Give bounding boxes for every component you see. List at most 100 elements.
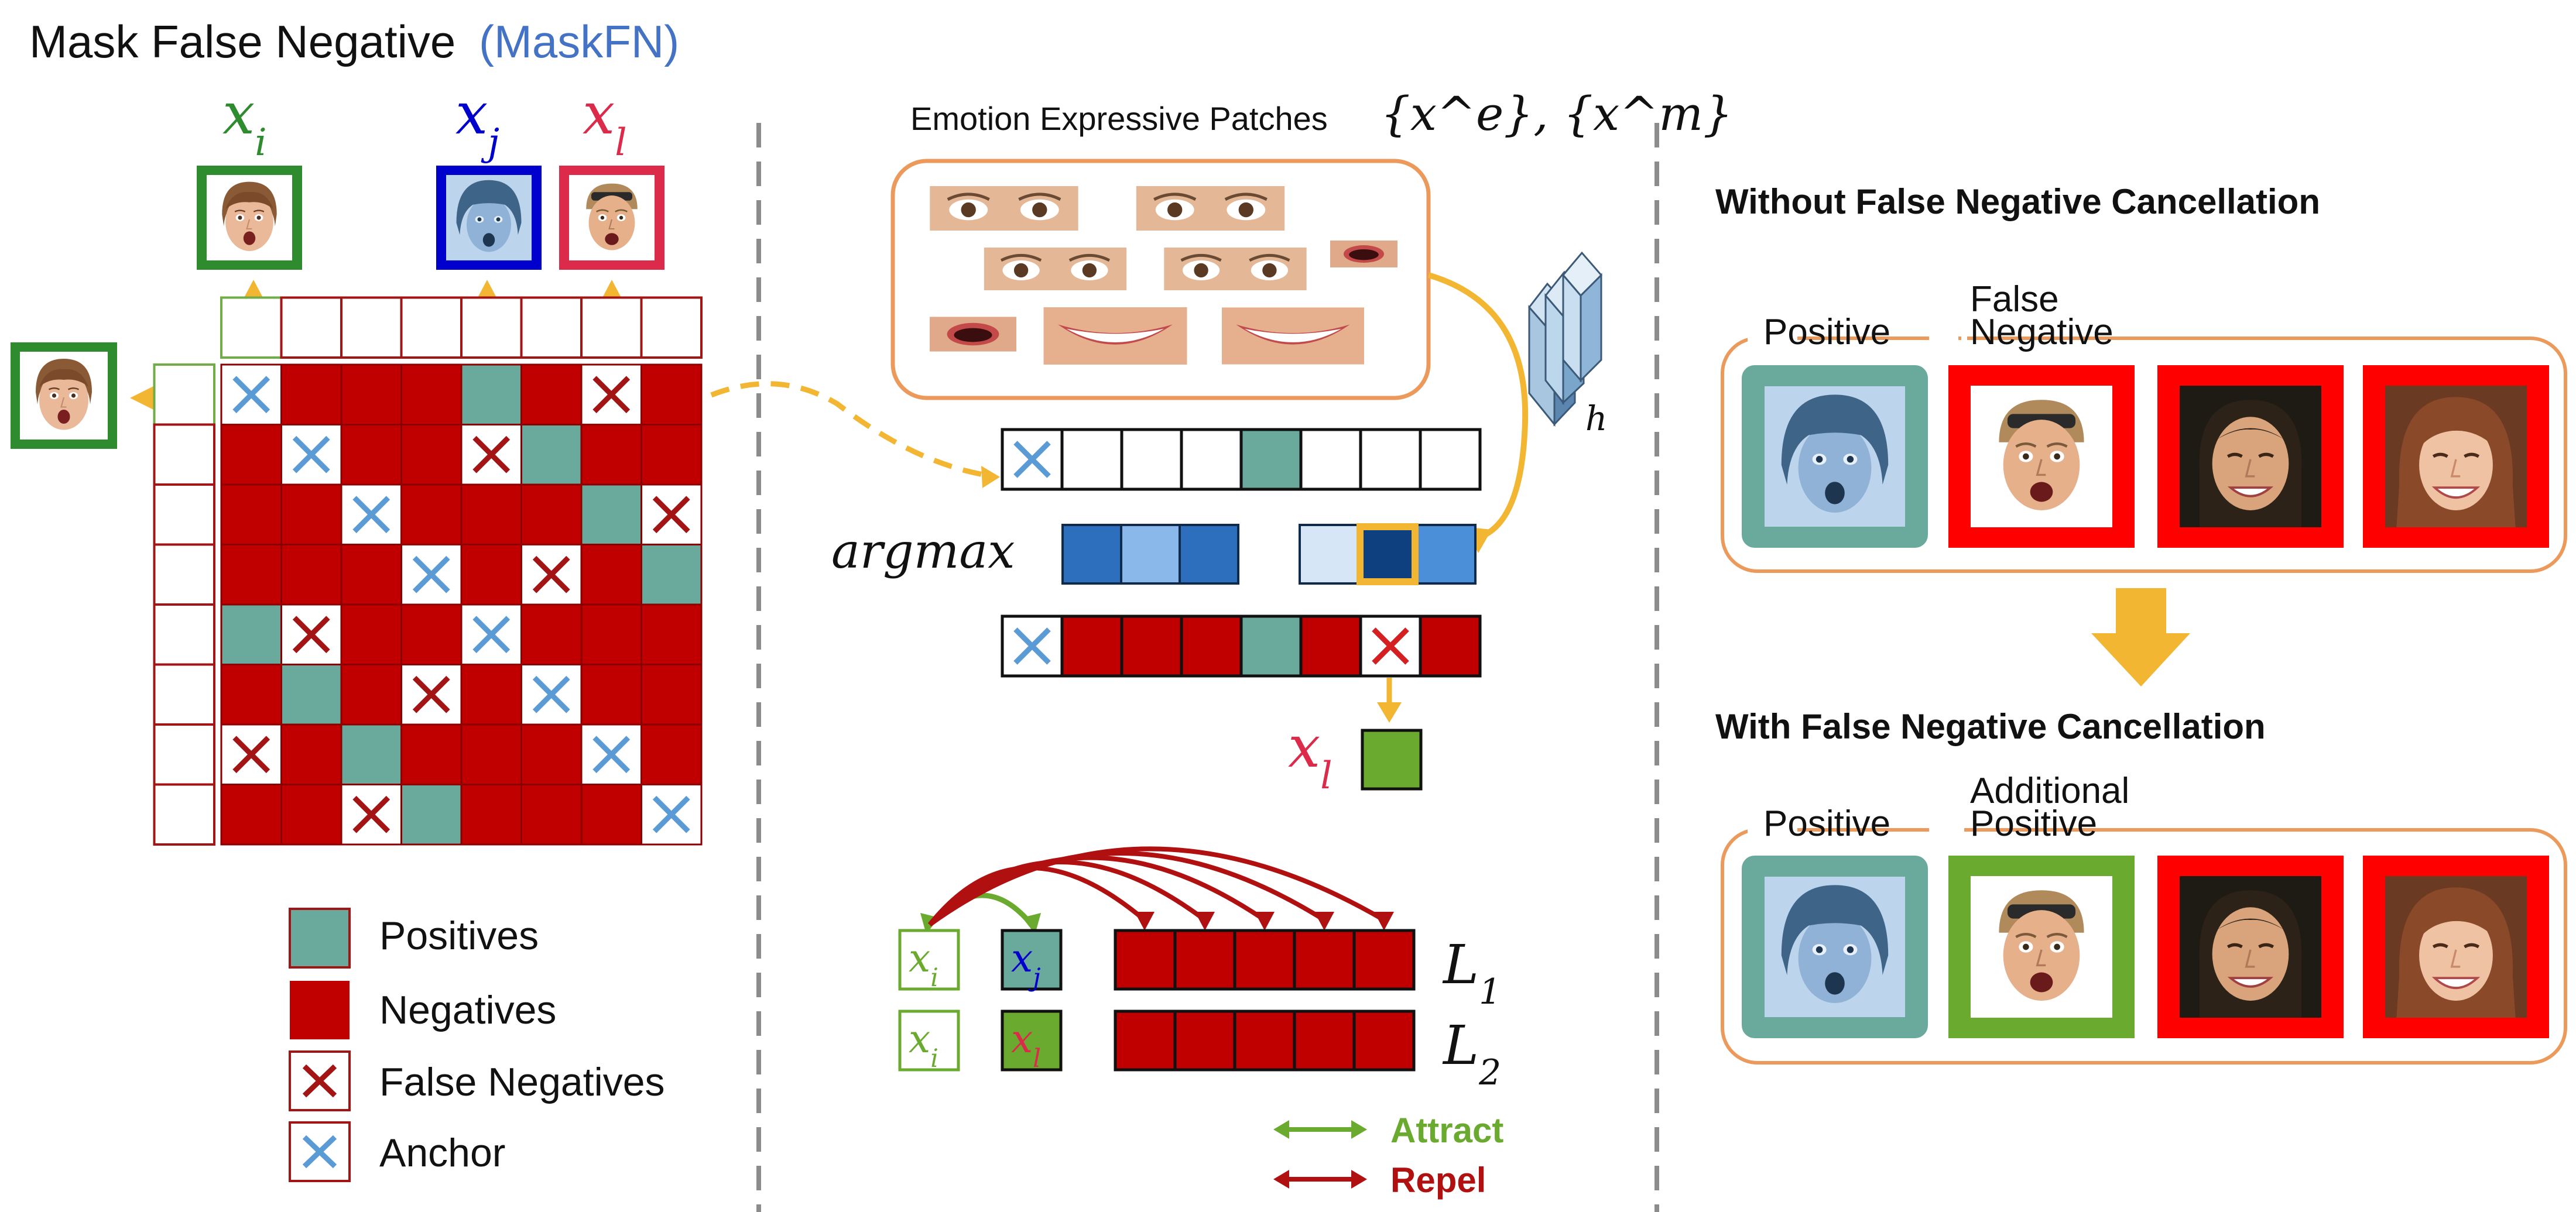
patches-title: Emotion Expressive Patches <box>910 100 1328 137</box>
index-cell <box>220 296 283 359</box>
without-cancellation-title: Without False Negative Cancellation <box>1715 182 2320 221</box>
false-negative-cell <box>580 363 642 425</box>
similarity-row-result <box>1001 614 1482 678</box>
anchor-cross-icon <box>232 376 270 414</box>
index-cell <box>153 783 215 846</box>
negative-cell <box>640 723 703 785</box>
legend-anchor-label: Anchor <box>379 1131 505 1175</box>
legend-left: Positives Negatives False Negatives Anch… <box>289 908 665 1182</box>
positive-cell <box>460 363 522 425</box>
arrow-patches-argmax <box>1427 272 1529 541</box>
negative-cell <box>400 363 463 425</box>
anchor-cross-icon <box>1013 627 1051 665</box>
positive-cell <box>340 723 402 785</box>
legend-false-negative-cross-icon <box>302 1064 337 1098</box>
legend-positives-label: Positives <box>379 914 539 958</box>
anchor-cross-icon <box>292 435 330 473</box>
argmax-selected-highlight <box>1356 523 1419 585</box>
false-negative-cross-icon <box>532 555 570 593</box>
empty-cell <box>1060 428 1123 491</box>
negative-cell <box>1293 1010 1356 1072</box>
false-negative-cross-icon <box>292 616 330 654</box>
mouth-patch-3 <box>1043 307 1187 365</box>
negative-cell <box>640 424 703 486</box>
false-negative-cell <box>340 784 402 846</box>
positive-cell <box>1239 614 1303 678</box>
negative-cell <box>460 483 522 545</box>
negative-cell <box>280 544 342 606</box>
anchor-cross-icon <box>472 616 511 654</box>
positive-cell <box>580 483 642 545</box>
negative-cell <box>520 603 583 665</box>
empty-cell <box>1180 428 1243 491</box>
argmax-block-right <box>1299 523 1477 585</box>
legend-anchor-swatch <box>289 1121 351 1182</box>
with-cancellation-box <box>1721 828 2567 1065</box>
negative-cell <box>1299 614 1362 678</box>
svg-text:Mask False Negative (MaskF: Mask False Negative (MaskFN) <box>29 16 679 67</box>
eye-patch-3 <box>984 248 1126 290</box>
face-x-l <box>559 166 664 270</box>
positive-cell <box>280 664 342 726</box>
negative-cell <box>340 664 402 726</box>
false-negative-cross-icon <box>412 675 450 713</box>
face-x-j <box>436 166 542 270</box>
anchor-cell <box>460 603 522 665</box>
with-face-negative-2 <box>2363 856 2549 1038</box>
negative-cell <box>1293 929 1356 991</box>
false-negative-cross-icon <box>1372 627 1409 665</box>
face-label-l: xl <box>583 81 627 164</box>
negative-cell <box>1419 614 1482 678</box>
xl-positive-cell <box>1361 729 1423 791</box>
index-cell <box>153 663 215 726</box>
empty-cell <box>1120 428 1183 491</box>
loss-positive-label: xl <box>1011 1017 1041 1073</box>
anchor-cell <box>1001 428 1064 491</box>
patches-set-label: {x^e}, {x^m} <box>1381 87 1733 141</box>
repel-arc <box>928 846 1386 927</box>
repel-label: Repel <box>1390 1161 1486 1200</box>
negative-cell <box>400 603 463 665</box>
negative-cell <box>280 483 342 545</box>
diagram-title: Mask False Negative <box>29 16 455 67</box>
index-cell <box>153 603 215 666</box>
negative-cell <box>220 483 282 545</box>
negative-cell <box>520 784 583 846</box>
positive-cell <box>1239 428 1303 491</box>
anchor-cell <box>340 483 402 545</box>
loss-positive-cell <box>1001 929 1063 991</box>
negative-cell <box>460 784 522 846</box>
negative-cell <box>1114 929 1177 991</box>
eye-patch-1 <box>930 186 1078 231</box>
anchor-cell <box>520 664 583 726</box>
arrow-down-xl-head <box>1377 702 1402 723</box>
positive-cell <box>640 544 703 606</box>
anchor-cell <box>1001 614 1064 678</box>
negative-cell <box>580 603 642 665</box>
index-cell <box>153 363 215 426</box>
diagram-title-abbr: (MaskFN) <box>479 16 679 67</box>
legend-false-negatives-label: False Negatives <box>379 1060 665 1104</box>
index-cell <box>153 723 215 786</box>
face-label-i: xi <box>222 81 267 164</box>
loss-negatives-1 <box>1114 929 1416 991</box>
loss-positive-cell <box>1001 1010 1063 1072</box>
argmax-cell <box>1061 524 1122 585</box>
face-label-j: xj <box>455 81 499 164</box>
index-cell <box>280 296 342 359</box>
positive-cell <box>220 603 282 665</box>
dashed-arrow-matrix-row <box>710 381 987 478</box>
negative-cell <box>460 544 522 606</box>
index-cell <box>520 296 583 359</box>
negative-cell <box>1120 614 1183 678</box>
anchor-cross-icon <box>592 736 631 774</box>
positive-cell <box>400 784 463 846</box>
legend-anchor-cross-icon <box>302 1135 337 1169</box>
argmax-label: argmax <box>831 524 1015 579</box>
negative-cell <box>280 363 342 425</box>
negative-cell <box>1173 1010 1236 1072</box>
without-face-negative-2 <box>2363 365 2549 548</box>
anchor-cross-icon <box>412 555 450 593</box>
negative-cell <box>220 544 282 606</box>
